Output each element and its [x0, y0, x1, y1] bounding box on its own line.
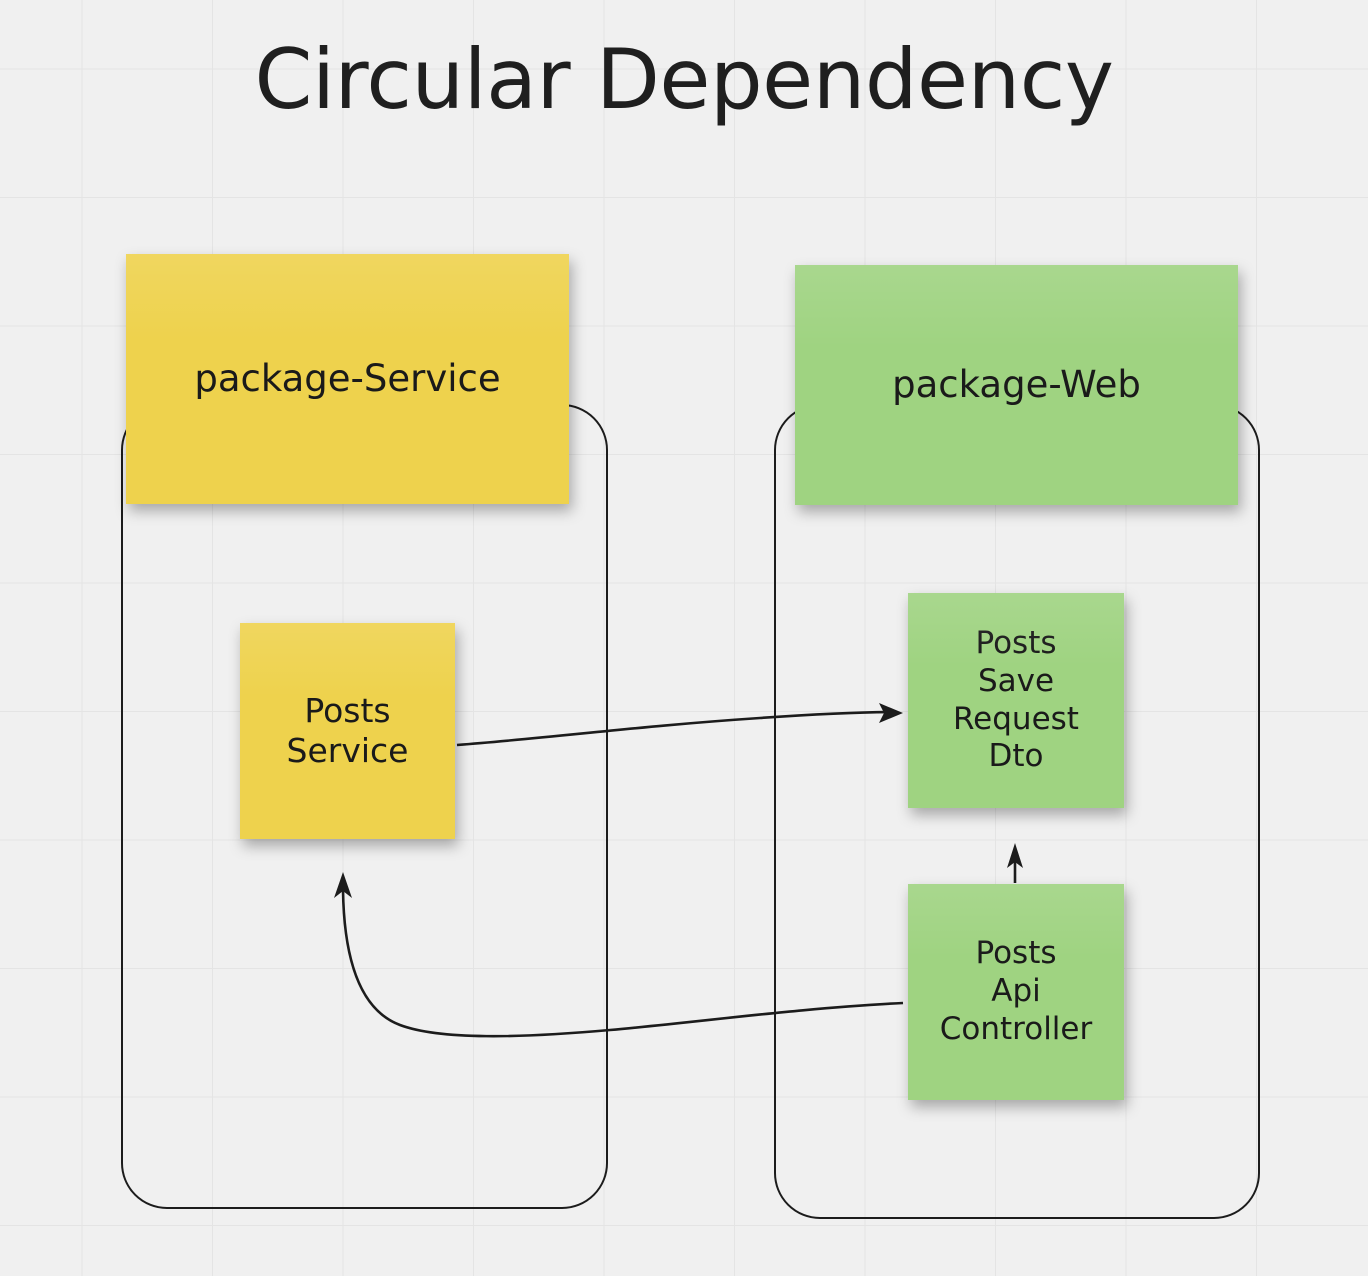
note-posts-service-label: Posts Service	[286, 690, 409, 770]
note-package-web-label: package-Web	[892, 363, 1141, 407]
note-posts-save-request-dto-label: Posts Save Request Dto	[953, 624, 1079, 775]
note-posts-api-controller[interactable]: Posts Api Controller	[908, 884, 1124, 1100]
note-package-service-label: package-Service	[194, 357, 501, 401]
note-posts-api-controller-label: Posts Api Controller	[939, 935, 1093, 1047]
page-title: Circular Dependency	[254, 31, 1114, 128]
note-package-web[interactable]: package-Web	[795, 265, 1238, 505]
note-posts-save-request-dto[interactable]: Posts Save Request Dto	[908, 593, 1124, 808]
note-posts-service[interactable]: Posts Service	[240, 623, 455, 839]
note-package-service[interactable]: package-Service	[126, 254, 569, 504]
